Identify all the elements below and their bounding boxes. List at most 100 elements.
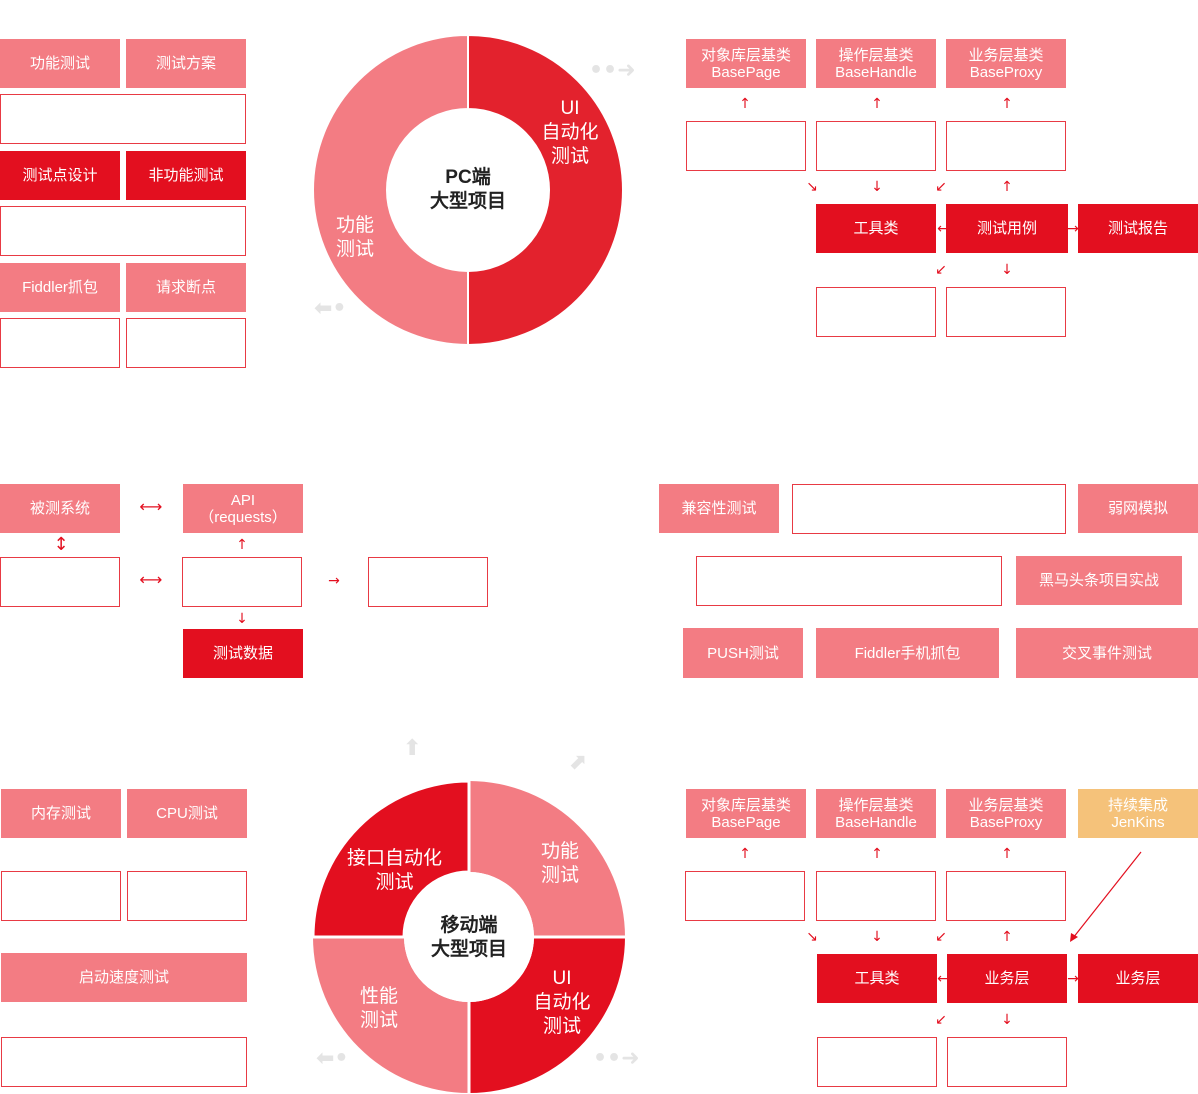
arrow-up-icon: ↑ [739,846,751,862]
weak-network-box[interactable]: 弱网模拟 [1078,484,1198,533]
fiddler-mobile-box[interactable]: Fiddler手机抓包 [816,628,999,678]
fiddler-capture-box[interactable]: Fiddler抓包 [0,263,120,312]
func-test-box[interactable]: 功能测试 [0,39,120,88]
pc-right-arrow-icon: ••➜ [589,58,636,83]
pc-left-arrow-icon: ⬅• [314,296,347,321]
arrow-updown-icon: ↕ [53,534,69,555]
empty-box [792,484,1066,534]
empty-box [816,871,936,921]
empty-box [685,871,805,921]
arrow-down-icon: ↓ [871,179,883,195]
system-under-test-box[interactable]: 被测系统 [0,484,120,533]
mobile-ring-center [404,872,534,1002]
arrow-up-icon: ↑ [739,96,751,112]
empty-box [368,557,488,607]
arrow-up-icon: ↑ [1001,929,1013,945]
interaction-test-box[interactable]: 交叉事件测试 [1016,628,1198,678]
arrow-down-icon: ↓ [1001,262,1013,278]
mobile-ring [311,779,625,1093]
empty-box [686,121,806,171]
arrow-up-icon: ↑ [1001,846,1013,862]
jenkins-connector [1070,851,1142,942]
mobile-up-arrow-icon: ⬆ [403,736,422,761]
mobile-ring-perf-label: 性能 测试 [359,986,398,1031]
pc-ring-center [388,110,548,270]
arrow-left-icon: ← [937,971,949,987]
arrow-left-icon: ← [937,221,949,237]
api-requests-box[interactable]: API（requests） [183,484,303,533]
mobile-ring-api-label: 接口自动化 测试 [346,848,442,893]
pc-test-report-box[interactable]: 测试报告 [1078,204,1198,253]
mobile-ring-segment-perf [313,937,469,1093]
empty-box [0,557,120,607]
mobile-ring-func-label: 功能 测试 [540,841,579,886]
arrow-down-icon: ↓ [1001,1012,1013,1028]
arrow-up-icon: ↑ [1001,179,1013,195]
cpu-test-box[interactable]: CPU测试 [127,789,247,838]
empty-box [182,557,302,607]
pc-tools-box[interactable]: 工具类 [816,204,936,253]
empty-box [946,871,1066,921]
empty-box [816,287,936,337]
arrow-up-icon: ↑ [871,846,883,862]
empty-box [0,94,246,144]
arrow-up-icon: ↑ [236,537,248,553]
memory-test-box[interactable]: 内存测试 [1,789,121,838]
arrow-right-icon: → [1067,221,1079,237]
arrow-diag-icon: ↙ [935,262,947,278]
test-point-design-box[interactable]: 测试点设计 [0,151,120,200]
arrow-diag-icon: ↙ [935,929,947,945]
project-practice-box[interactable]: 黑马头条项目实战 [1016,556,1182,605]
startup-speed-box[interactable]: 启动速度测试 [1,953,247,1002]
arrow-right-icon: → [328,573,340,589]
arrow-down-icon: ↓ [871,929,883,945]
arrow-diag-icon: ↘ [806,179,818,195]
mobile-biz-layer-right-box[interactable]: 业务层 [1078,954,1198,1003]
empty-box [0,318,120,368]
empty-box [1,871,121,921]
mobile-ring-segment-func [469,781,625,937]
mobile-right-arrow-icon: ••➜ [593,1046,640,1071]
push-test-box[interactable]: PUSH测试 [683,628,803,678]
non-func-test-box[interactable]: 非功能测试 [126,151,246,200]
empty-box [817,1037,937,1087]
pc-ring [312,33,624,347]
empty-box [1,1037,247,1087]
empty-box [946,287,1066,337]
empty-box [816,121,936,171]
empty-box [126,318,246,368]
arrow-diag-icon: ↘ [806,929,818,945]
arrow-both-icon: ⟷ [139,497,163,516]
arrow-up-icon: ↑ [1001,96,1013,112]
request-breakpoint-box[interactable]: 请求断点 [126,263,246,312]
empty-box [0,206,246,256]
empty-box [947,1037,1067,1087]
pc-test-case-box[interactable]: 测试用例 [946,204,1068,253]
mobile-biz-layer-box[interactable]: 业务层 [947,954,1067,1003]
empty-box [946,121,1066,171]
compat-test-box[interactable]: 兼容性测试 [659,484,779,533]
mobile-tools-box[interactable]: 工具类 [817,954,937,1003]
arrow-down-icon: ↓ [236,611,248,627]
mobile-ring-center-label: 移动端 大型项目 [430,915,507,960]
mobile-ring-segment-ui [469,937,625,1093]
arrow-both-icon: ⟷ [139,570,163,589]
arrow-right-icon: → [1067,971,1079,987]
test-plan-box[interactable]: 测试方案 [126,39,246,88]
pc-ring-segment-func [312,33,469,347]
empty-box [696,556,1002,606]
mobile-ring-ui-label: UI 自动化 测试 [533,967,591,1037]
test-data-box[interactable]: 测试数据 [183,629,303,678]
pc-ring-segment-ui [467,33,624,347]
pc-ring-ui-label: UI 自动化 测试 [541,97,599,167]
mobile-diag-arrow-icon: ⬈ [568,750,587,775]
pc-ring-func-label: 功能 测试 [335,215,374,260]
